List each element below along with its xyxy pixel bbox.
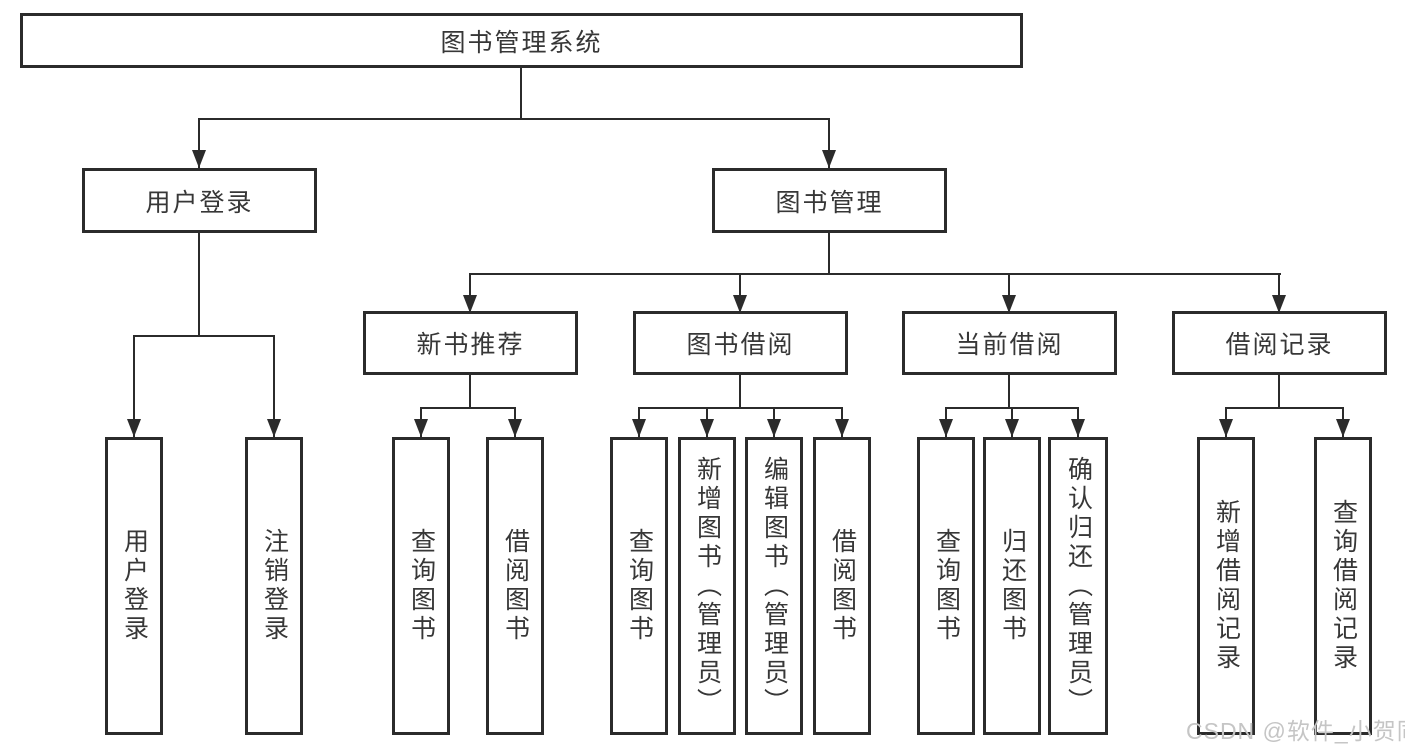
arrow-down-icon xyxy=(1071,419,1085,437)
arrow-down-icon xyxy=(1272,295,1286,313)
node-book-management: 图书管理 xyxy=(712,168,947,233)
node-new-book-recommend: 新书推荐 xyxy=(363,311,578,375)
connector-drop-leaf-login xyxy=(133,335,135,437)
watermark-text: CSDN @软件_小贺同学 xyxy=(1186,718,1405,744)
node-borrow-records: 借阅记录 xyxy=(1172,311,1387,375)
connector-level1-rail xyxy=(198,118,830,120)
arrow-down-icon xyxy=(1002,295,1016,313)
leaf-user-login-label: 用户登录 xyxy=(120,528,149,644)
node-current-borrow: 当前借阅 xyxy=(902,311,1117,375)
connector-current-drop xyxy=(1008,375,1010,407)
node-borrow-records-label: 借阅记录 xyxy=(1225,331,1334,359)
connector-drop-book-management xyxy=(828,118,830,168)
arrow-down-icon xyxy=(1005,419,1019,437)
arrow-down-icon xyxy=(463,295,477,313)
node-book-management-label: 图书管理 xyxy=(775,188,884,217)
connector-drop-user-login xyxy=(198,118,200,168)
leaf-current-query-books-label: 查询图书 xyxy=(932,528,961,644)
leaf-confirm-return-admin: 确认归还（管理员） xyxy=(1048,437,1108,735)
connector-drop-leaf-logout xyxy=(273,335,275,437)
leaf-return-book-label: 归还图书 xyxy=(998,528,1027,644)
leaf-borrow-book-label: 借阅图书 xyxy=(828,528,857,644)
leaf-logout-label: 注销登录 xyxy=(260,528,289,644)
connector-drop-new-book-recommend xyxy=(469,273,471,313)
leaf-query-borrow-record-label: 查询借阅记录 xyxy=(1329,499,1358,673)
arrow-down-icon xyxy=(822,150,836,168)
leaf-add-book-admin: 新增图书（管理员） xyxy=(678,437,736,735)
connector-borrow-rail xyxy=(638,407,843,409)
arrow-down-icon xyxy=(733,295,747,313)
arrow-down-icon xyxy=(835,419,849,437)
arrow-down-icon xyxy=(414,419,428,437)
arrow-down-icon xyxy=(767,419,781,437)
arrow-down-icon xyxy=(1219,419,1233,437)
node-current-borrow-label: 当前借阅 xyxy=(955,331,1064,359)
node-user-login: 用户登录 xyxy=(82,168,317,233)
leaf-query-borrow-record: 查询借阅记录 xyxy=(1314,437,1372,735)
leaf-add-borrow-record-label: 新增借阅记录 xyxy=(1212,499,1241,673)
connector-records-drop xyxy=(1278,375,1280,407)
connector-recommend-rail xyxy=(420,407,516,409)
connector-drop-book-borrow xyxy=(739,273,741,313)
arrow-down-icon xyxy=(700,419,714,437)
arrow-down-icon xyxy=(192,150,206,168)
connector-root-drop xyxy=(520,68,522,118)
leaf-borrow-query-books: 查询图书 xyxy=(610,437,668,735)
leaf-recommend-query-books: 查询图书 xyxy=(392,437,450,735)
connector-user-login-drop xyxy=(198,233,200,335)
leaf-recommend-borrow-book-label: 借阅图书 xyxy=(501,528,530,644)
arrow-down-icon xyxy=(939,419,953,437)
connector-drop-current-borrow xyxy=(1008,273,1010,313)
connector-recommend-drop xyxy=(469,375,471,407)
leaf-edit-book-admin: 编辑图书（管理员） xyxy=(745,437,803,735)
node-root-label: 图书管理系统 xyxy=(440,28,603,57)
connector-user-login-rail xyxy=(133,335,275,337)
connector-borrow-drop xyxy=(739,375,741,407)
arrow-down-icon xyxy=(632,419,646,437)
leaf-recommend-borrow-book: 借阅图书 xyxy=(486,437,544,735)
leaf-edit-book-admin-label: 编辑图书（管理员） xyxy=(760,455,789,717)
leaf-add-book-admin-label: 新增图书（管理员） xyxy=(693,455,722,717)
node-new-book-recommend-label: 新书推荐 xyxy=(416,331,525,359)
connector-book-management-drop xyxy=(828,233,830,273)
leaf-logout: 注销登录 xyxy=(245,437,303,735)
node-book-borrow: 图书借阅 xyxy=(633,311,848,375)
arrow-down-icon xyxy=(1336,419,1350,437)
leaf-borrow-book: 借阅图书 xyxy=(813,437,871,735)
leaf-borrow-query-books-label: 查询图书 xyxy=(625,528,654,644)
connector-drop-borrow-records xyxy=(1278,273,1280,313)
connector-level2-rail xyxy=(469,273,1281,275)
node-book-borrow-label: 图书借阅 xyxy=(686,331,795,359)
arrow-down-icon xyxy=(127,419,141,437)
arrow-down-icon xyxy=(508,419,522,437)
leaf-add-borrow-record: 新增借阅记录 xyxy=(1197,437,1255,735)
node-root-library-management-system: 图书管理系统 xyxy=(20,13,1023,68)
leaf-recommend-query-books-label: 查询图书 xyxy=(407,528,436,644)
leaf-return-book: 归还图书 xyxy=(983,437,1041,735)
leaf-confirm-return-admin-label: 确认归还（管理员） xyxy=(1064,455,1093,717)
node-user-login-label: 用户登录 xyxy=(145,188,254,217)
leaf-current-query-books: 查询图书 xyxy=(917,437,975,735)
arrow-down-icon xyxy=(267,419,281,437)
leaf-user-login: 用户登录 xyxy=(105,437,163,735)
watermark: CSDN @软件_小贺同学 xyxy=(1186,712,1405,746)
connector-records-rail xyxy=(1225,407,1344,409)
